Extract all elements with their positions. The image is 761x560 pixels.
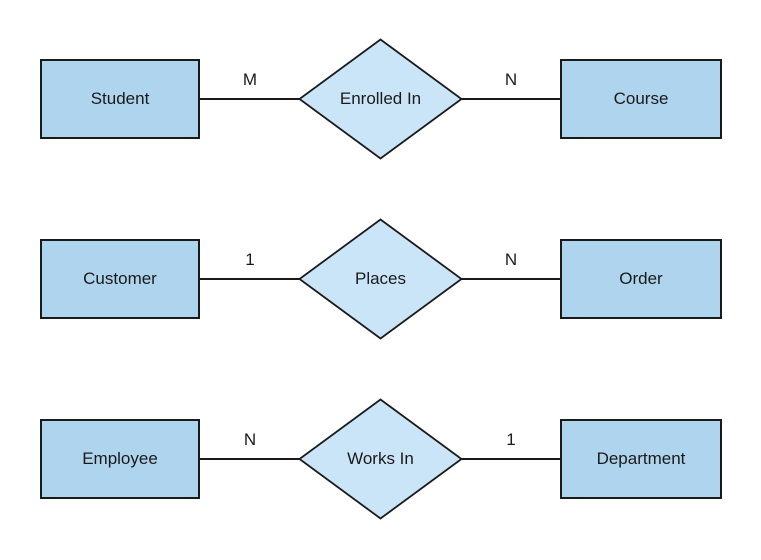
- relationship-diamond-places[interactable]: [298, 218, 463, 340]
- entity-label: Student: [90, 89, 150, 108]
- cardinality-label-right: N: [504, 70, 518, 89]
- entity-label: Department: [596, 449, 686, 468]
- entity-label: Course: [613, 89, 669, 108]
- relationship-row-student-course: Student M Enrolled In N Course: [0, 0, 761, 180]
- entity-order[interactable]: Order: [560, 239, 722, 319]
- cardinality-label-right: 1: [506, 430, 516, 449]
- connector-line: [461, 458, 561, 460]
- relationship-diamond-enrolled-in[interactable]: [298, 38, 463, 160]
- cardinality-label-left: N: [243, 430, 257, 449]
- cardinality-label-left: M: [242, 70, 258, 89]
- connector-line: [461, 278, 561, 280]
- relationship-row-employee-department: Employee N Works In 1 Department: [0, 360, 761, 540]
- cardinality-label-left: 1: [245, 250, 255, 269]
- relationship-diamond-works-in[interactable]: [298, 398, 463, 520]
- entity-student[interactable]: Student: [40, 59, 200, 139]
- relationship-row-customer-order: Customer 1 Places N Order: [0, 180, 761, 360]
- entity-label: Employee: [82, 449, 158, 468]
- entity-course[interactable]: Course: [560, 59, 722, 139]
- entity-label: Customer: [83, 269, 157, 288]
- connector-line: [200, 278, 300, 280]
- relationship-label: Places: [354, 269, 407, 288]
- diamond-shape[interactable]: [298, 218, 463, 340]
- connector-line: [200, 98, 300, 100]
- connector-line: [200, 458, 300, 460]
- diamond-shape[interactable]: [298, 38, 463, 160]
- entity-department[interactable]: Department: [560, 419, 722, 499]
- entity-label: Order: [619, 269, 663, 288]
- relationship-label: Works In: [347, 449, 414, 468]
- entity-employee[interactable]: Employee: [40, 419, 200, 499]
- diamond-shape[interactable]: [298, 398, 463, 520]
- relationship-label: Enrolled In: [339, 89, 422, 108]
- cardinality-label-right: N: [504, 250, 518, 269]
- entity-customer[interactable]: Customer: [40, 239, 200, 319]
- connector-line: [461, 98, 561, 100]
